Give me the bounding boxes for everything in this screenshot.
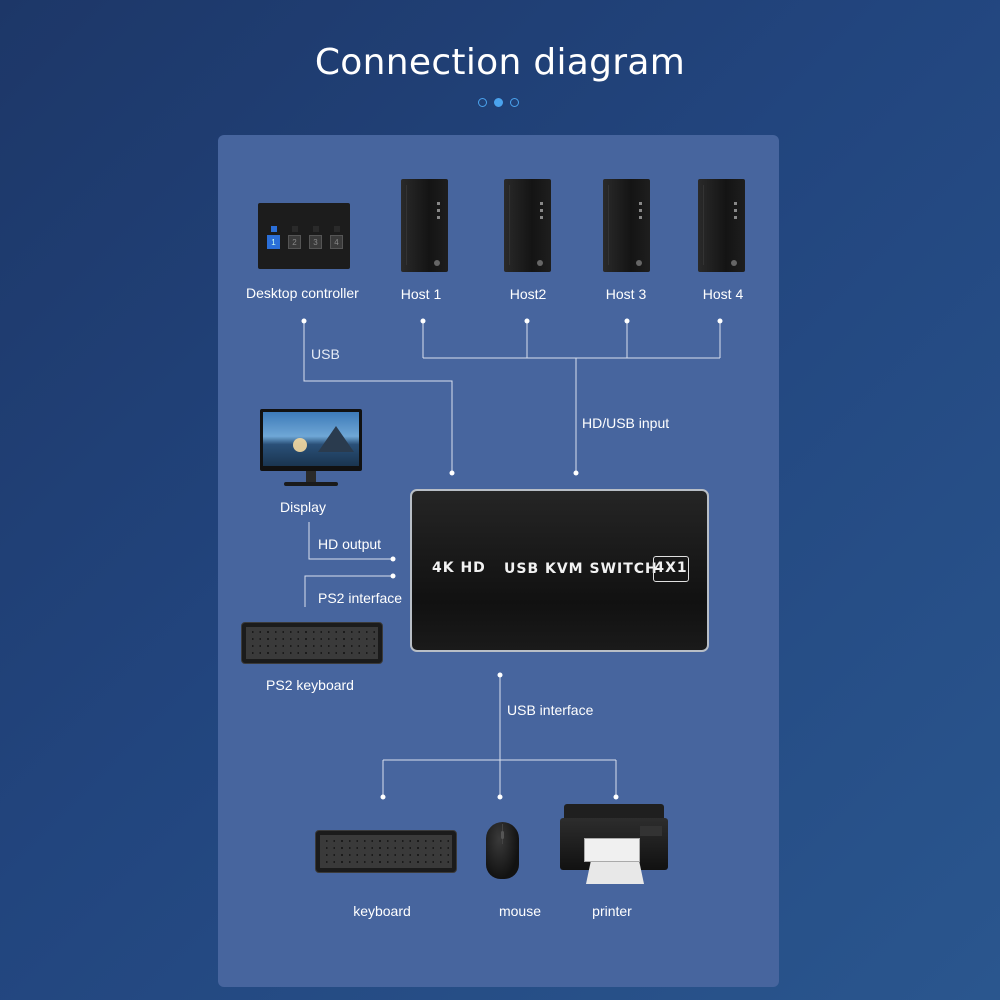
- ps2-keyboard-label: PS2 keyboard: [266, 677, 354, 693]
- connector-dot: [380, 794, 386, 800]
- connector-dot: [573, 470, 579, 476]
- hd-output-label: HD output: [318, 536, 382, 552]
- connector-dot: [497, 672, 503, 678]
- printer-icon: [560, 804, 670, 884]
- keyboard-icon: [241, 622, 383, 664]
- led-icon: [313, 226, 319, 232]
- pc-tower-icon: [504, 179, 551, 272]
- controller-button-1: 1: [267, 235, 280, 249]
- pager-dot-1[interactable]: [478, 98, 487, 107]
- hd-usb-input-label: HD/USB input: [582, 415, 670, 431]
- hd-output-line: [308, 522, 393, 560]
- kvm-switch-icon: 4K HD USB KVM SWITCH 4X1: [410, 489, 709, 652]
- monitor-stand: [306, 471, 316, 483]
- controller-button-2: 2: [288, 235, 301, 249]
- desktop-controller-icon: 1 2 3 4: [258, 203, 350, 269]
- monitor-base: [284, 482, 338, 486]
- page-title: Connection diagram: [314, 42, 686, 83]
- connector-dot: [624, 318, 630, 324]
- usb-interface-label: USB interface: [507, 702, 594, 718]
- kvm-badge: 4X1: [653, 556, 689, 582]
- host-3-label: Host 3: [605, 286, 647, 302]
- pager-dot-3[interactable]: [510, 98, 519, 107]
- display-label: Display: [280, 499, 326, 515]
- kvm-left-text: 4K HD: [432, 560, 486, 576]
- monitor-icon: [260, 409, 362, 471]
- pager-dot-2[interactable]: [494, 98, 503, 107]
- pager-dots: [478, 98, 522, 110]
- pc-tower-icon: [401, 179, 448, 272]
- led-icon: [271, 226, 277, 232]
- usb-line: [303, 321, 453, 472]
- led-icon: [292, 226, 298, 232]
- controller-button-4: 4: [330, 235, 343, 249]
- host-2-label: Host2: [509, 286, 547, 302]
- pc-tower-icon: [698, 179, 745, 272]
- usb-label: USB: [311, 346, 340, 362]
- connector-dot: [497, 794, 503, 800]
- keyboard-icon: [315, 830, 457, 873]
- connector-dot: [390, 573, 396, 579]
- controller-button-3: 3: [309, 235, 322, 249]
- connector-dot: [524, 318, 530, 324]
- pc-tower-icon: [603, 179, 650, 272]
- host-1-label: Host 1: [400, 286, 442, 302]
- led-icon: [334, 226, 340, 232]
- desktop-controller-label: Desktop controller: [246, 285, 359, 301]
- mouse-label: mouse: [498, 903, 542, 919]
- connector-dot: [449, 470, 455, 476]
- ps2-interface-line: [304, 575, 393, 607]
- printer-label: printer: [592, 903, 632, 919]
- connector-dot: [717, 318, 723, 324]
- connector-dot: [420, 318, 426, 324]
- mouse-icon: [486, 822, 519, 879]
- connector-dot: [613, 794, 619, 800]
- kvm-main-text: USB KVM SWITCH: [504, 561, 658, 577]
- connector-dot: [301, 318, 307, 324]
- host-4-label: Host 4: [702, 286, 744, 302]
- keyboard-label: keyboard: [353, 903, 411, 919]
- ps2-interface-label: PS2 interface: [318, 590, 403, 606]
- connector-dot: [390, 556, 396, 562]
